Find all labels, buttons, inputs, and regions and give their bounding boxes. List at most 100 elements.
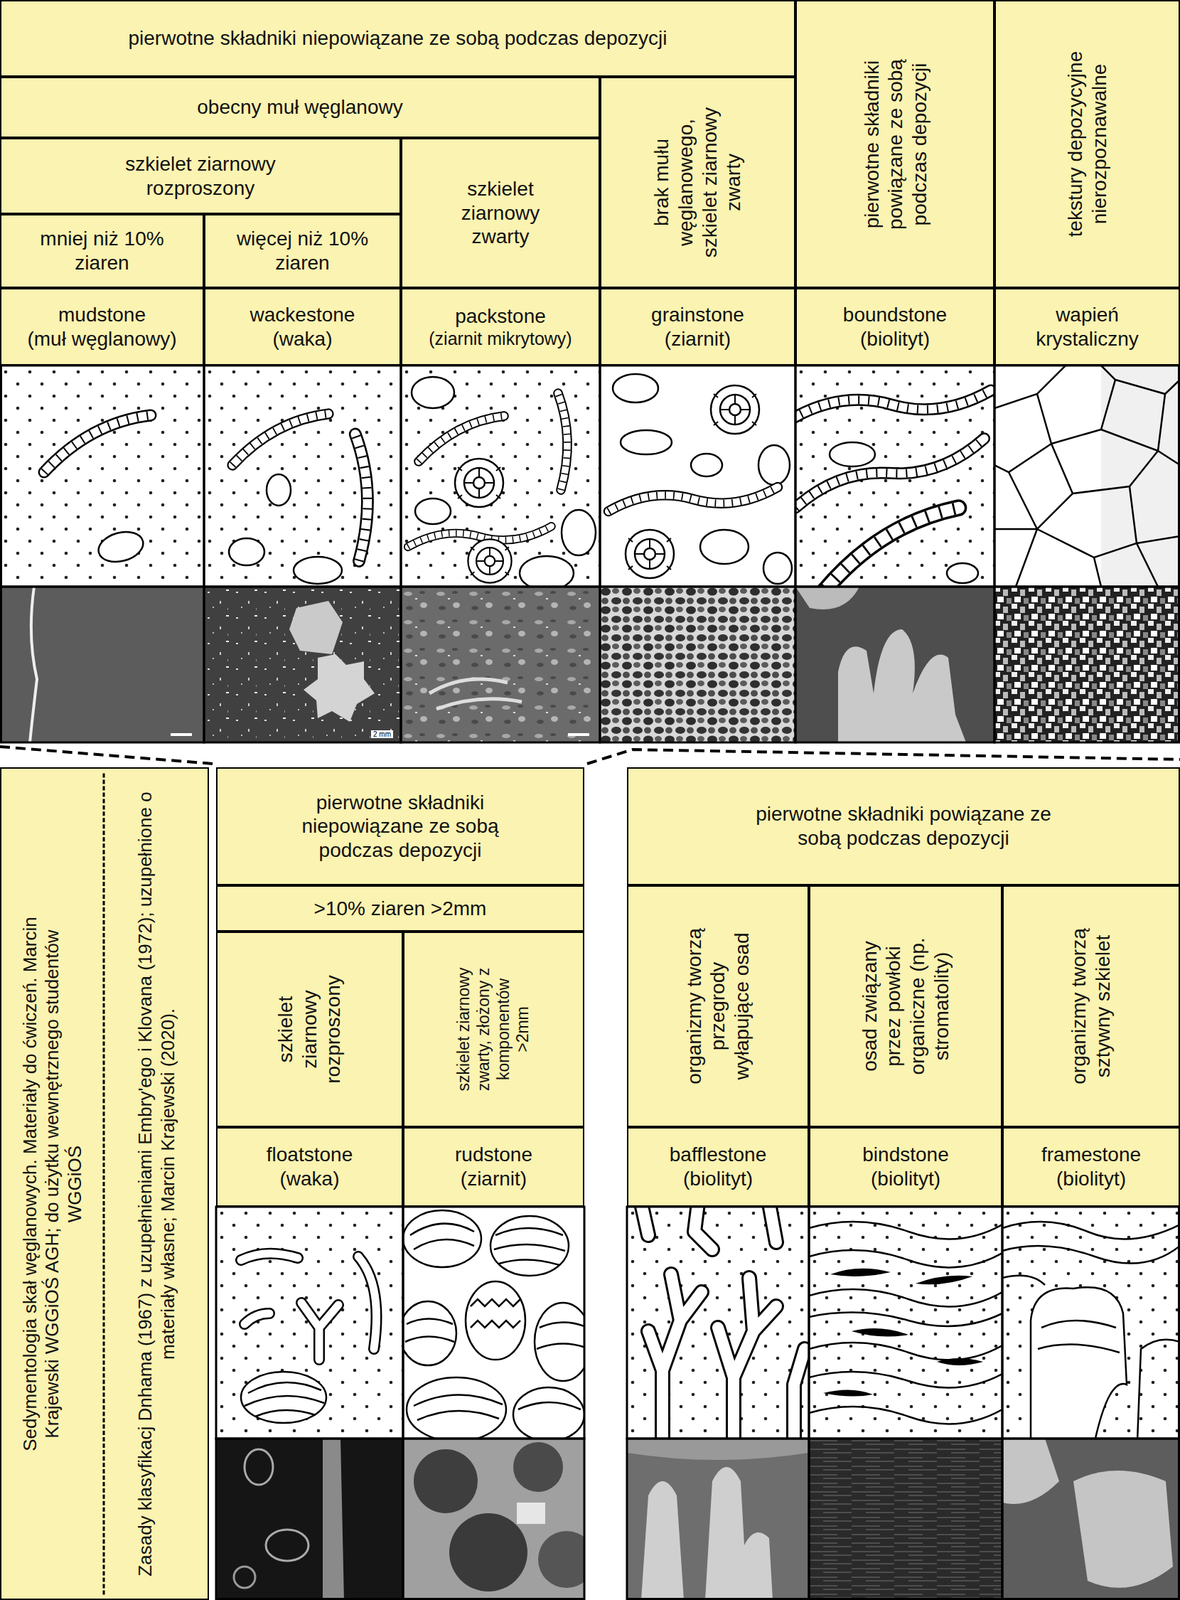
cell-text: pierwotne składniki niepowiązane ze sobą… bbox=[127, 26, 667, 51]
sketch-part bbox=[400, 365, 600, 587]
cell-content: organizmy tworzą przegrody wyłapujące os… bbox=[628, 886, 808, 1126]
sketch-part-part bbox=[406, 1376, 507, 1441]
cell-subtext: (biolityt) bbox=[870, 1166, 941, 1191]
cell-subtext: (waka) bbox=[279, 1166, 340, 1191]
photo-part bbox=[204, 586, 401, 743]
cell-content: pierwotne składniki niepowiązane ze sobą… bbox=[217, 768, 583, 884]
sketch-part-part bbox=[410, 1223, 475, 1249]
cell-subtext: (biolityt) bbox=[1056, 1166, 1126, 1191]
sketch-part-part bbox=[413, 1393, 503, 1420]
cell-text: mniej niż 10% ziaren bbox=[31, 226, 174, 275]
sketch-part bbox=[823, 1268, 984, 1397]
sketch-part bbox=[561, 509, 596, 556]
sketch-part bbox=[994, 365, 1180, 587]
cell-content: bafflestone(biolityt) bbox=[628, 1128, 808, 1205]
frame-part bbox=[808, 1438, 1003, 1599]
sketch-part bbox=[829, 442, 876, 467]
sketch-part bbox=[612, 373, 659, 403]
sketch-part bbox=[418, 415, 504, 462]
frame-part bbox=[400, 586, 600, 743]
cell-text: szkielet ziarnowy rozproszony bbox=[273, 965, 346, 1094]
sketch-part bbox=[411, 376, 455, 409]
sketch-part-part bbox=[513, 1386, 585, 1441]
table-cell: bafflestone(biolityt) bbox=[626, 1126, 809, 1207]
photo-part bbox=[808, 1438, 1003, 1600]
sketch bbox=[808, 1206, 1003, 1439]
sketch bbox=[399, 1206, 592, 1441]
photo-part bbox=[516, 1502, 546, 1524]
photo-part bbox=[429, 678, 522, 709]
cell-text: szkielet ziarnowy rozproszony bbox=[83, 152, 318, 200]
table-cell: boundstone(biolityt) bbox=[795, 287, 995, 366]
cell-content: tekstury depozycyjne nierozpoznawalne bbox=[995, 1, 1179, 287]
table-cell: wapień krystaliczny bbox=[994, 287, 1180, 366]
frame bbox=[1, 365, 1180, 743]
photo bbox=[403, 1438, 595, 1600]
cell-content: osad związany przez powłoki organiczne (… bbox=[810, 886, 1001, 1126]
photo-part bbox=[705, 1466, 773, 1600]
sketch-part bbox=[399, 1209, 592, 1441]
photo-part bbox=[567, 732, 590, 736]
frame-part bbox=[400, 365, 600, 587]
photo-part bbox=[599, 586, 796, 743]
cell-content: rudstone(ziarnit) bbox=[404, 1128, 583, 1205]
cell-subtext: (biolityt) bbox=[683, 1166, 753, 1191]
frame-part bbox=[994, 586, 1180, 743]
cell-subtext: Zasady klasyfikacj Dnhama (1967) z uzupe… bbox=[133, 785, 178, 1582]
cell-text: tekstury depozycyjne nierozpoznawalne bbox=[1063, 37, 1112, 251]
photo-part bbox=[513, 1441, 563, 1492]
cell-text: Sedymentologia skał węglanowych. Materia… bbox=[18, 892, 86, 1475]
sketch-part bbox=[355, 434, 368, 562]
frame-part bbox=[403, 1438, 585, 1599]
photo-part bbox=[538, 1530, 595, 1588]
dashed-guide-part bbox=[0, 746, 214, 764]
table-cell: tekstury depozycyjne nierozpoznawalne bbox=[994, 0, 1180, 288]
cell-content: wapień krystaliczny bbox=[995, 289, 1179, 364]
cell-text: packstone bbox=[454, 304, 546, 329]
frame-part bbox=[795, 365, 995, 587]
sketch bbox=[204, 365, 401, 587]
sketch-part bbox=[1002, 1221, 1180, 1285]
sketch-part bbox=[1037, 1320, 1180, 1441]
sketch-part bbox=[700, 529, 749, 564]
sketch-part bbox=[620, 430, 672, 455]
cell-content: obecny muł węglanowy bbox=[1, 78, 599, 137]
sketch-part bbox=[467, 538, 512, 583]
cell-text: framestone bbox=[1041, 1142, 1141, 1167]
table-cell: wackestone(waka) bbox=[204, 287, 401, 366]
table-cell: pierwotne składniki niepowiązane ze sobą… bbox=[0, 0, 796, 77]
photo-part bbox=[838, 629, 967, 743]
sketch-part bbox=[758, 444, 790, 485]
photo-part bbox=[265, 1529, 309, 1561]
frame-part bbox=[204, 365, 401, 587]
sketch bbox=[599, 365, 796, 587]
frame-part bbox=[626, 1206, 809, 1439]
sketch bbox=[216, 1206, 404, 1439]
table-cell: bindstone(biolityt) bbox=[808, 1126, 1003, 1207]
cell-content: boundstone(biolityt) bbox=[796, 289, 994, 364]
photo bbox=[994, 586, 1180, 743]
cell-content: Sedymentologia skał węglanowych. Materia… bbox=[1, 768, 208, 1598]
sketch-part-part bbox=[470, 1298, 521, 1328]
cell-subtext: (waka) bbox=[272, 326, 332, 352]
table-cell: szkielet ziarnowy rozproszony bbox=[216, 931, 404, 1127]
cell-content: grainstone(ziarnit) bbox=[601, 289, 795, 364]
cell-text: mudstone bbox=[58, 302, 146, 327]
text-column: Sedymentologia skał węglanowych. Materia… bbox=[1, 772, 105, 1594]
sketch-part bbox=[1030, 1286, 1127, 1441]
table-cell: organizmy tworzą sztywny szkielet bbox=[1002, 885, 1180, 1127]
cell-text: wapień krystaliczny bbox=[1016, 302, 1159, 351]
sketch-part bbox=[228, 538, 265, 566]
table-cell: szkielet ziarnowy zwarty, złożony z komp… bbox=[403, 931, 585, 1127]
photo-part bbox=[216, 1438, 404, 1600]
sketch-part bbox=[789, 438, 991, 508]
photo-part bbox=[449, 1512, 528, 1591]
sketch bbox=[789, 365, 995, 600]
photo bbox=[0, 586, 205, 743]
sketch-part-part bbox=[403, 1209, 482, 1267]
cell-text: grainstone bbox=[651, 302, 745, 327]
sketch-part bbox=[266, 474, 291, 506]
sketch-part bbox=[0, 365, 205, 587]
frame-part bbox=[626, 1438, 809, 1599]
table-cell: osad związany przez powłoki organiczne (… bbox=[808, 885, 1003, 1127]
